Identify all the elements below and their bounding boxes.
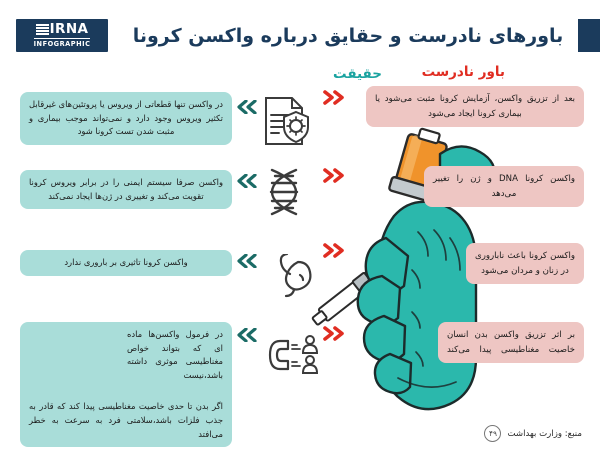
myth-text-3: واکسن کرونا باعث ناباروری در زنان و مردا…: [475, 251, 575, 276]
chevron-right-row-1: [322, 90, 348, 105]
page-number-badge: ۴۹: [484, 425, 502, 442]
myth-box-3: واکسن کرونا باعث ناباروری در زنان و مردا…: [466, 243, 584, 285]
fact-box-3: واکسن کرونا تاثیری بر باروری ندارد: [20, 250, 232, 276]
fact-text-2: واکسن صرفا سیستم ایمنی را در برابر ویروس…: [29, 177, 223, 201]
fact-text-4: در فرمول واکسن‌ها ماده ای که بتواند خواص…: [127, 329, 223, 380]
irna-logo: IRNA INFOGRAPHIC: [16, 19, 108, 52]
header: IRNA INFOGRAPHIC باورهای نادرست و حقایق …: [0, 0, 600, 62]
fact-column-heading: حقیقت: [333, 66, 382, 82]
logo-name: IRNA: [49, 21, 89, 38]
myth-box-1: بعد از تزریق واکسن، آزمایش کرونا مثبت می…: [366, 86, 584, 128]
fact-box-2: واکسن صرفا سیستم ایمنی را در برابر ویروس…: [20, 170, 232, 210]
myth-column-heading: باور نادرست: [421, 64, 505, 80]
chevron-right-row-2: [322, 168, 348, 183]
source-label: منبع: وزارت بهداشت: [507, 428, 582, 439]
fact-text-3: واکسن کرونا تاثیری بر باروری ندارد: [64, 257, 188, 267]
dna-icon: [258, 166, 310, 218]
myth-text-4: بر اثر تزریق واکسن بدن انسان خاصیت مغناط…: [447, 330, 575, 355]
fact-text-4-extra: اگر بدن تا حدی خاصیت مغناطیسی پیدا کند ک…: [29, 401, 223, 439]
logo-tagline: INFOGRAPHIC: [33, 37, 91, 48]
chevron-left-row-3: [236, 254, 258, 268]
embryo-icon: [276, 252, 318, 298]
footer: منبع: وزارت بهداشت ۴۹: [484, 425, 582, 442]
page-title: باورهای نادرست و حقایق درباره واکسن کرون…: [132, 25, 564, 47]
chevron-left-row-4: [236, 328, 258, 342]
magnet-people-icon: [268, 333, 324, 377]
irna-bars-icon: [35, 24, 49, 36]
myth-text-1: بعد از تزریق واکسن، آزمایش کرونا مثبت می…: [375, 94, 575, 119]
chevron-right-row-3: [322, 243, 348, 258]
logo-wordmark-row: IRNA: [35, 21, 89, 38]
fact-text-1: در واکسن تنها قطعاتی از ویروس یا پروتئین…: [29, 99, 223, 137]
chevron-left-row-1: [236, 100, 258, 114]
title-accent-bar: [578, 19, 600, 52]
myth-text-2: واکسن کرونا DNA و ژن را تغییر می‌دهد: [433, 174, 576, 199]
chevron-left-row-2: [236, 174, 258, 188]
document-virus-icon: [262, 95, 312, 147]
myth-box-2: واکسن کرونا DNA و ژن را تغییر می‌دهد: [424, 166, 584, 208]
chevron-right-row-4: [322, 326, 348, 341]
fact-box-4: در فرمول واکسن‌ها ماده ای که بتواند خواص…: [20, 322, 232, 448]
myth-box-4: بر اثر تزریق واکسن بدن انسان خاصیت مغناط…: [438, 322, 584, 364]
fact-box-1: در واکسن تنها قطعاتی از ویروس یا پروتئین…: [20, 92, 232, 145]
